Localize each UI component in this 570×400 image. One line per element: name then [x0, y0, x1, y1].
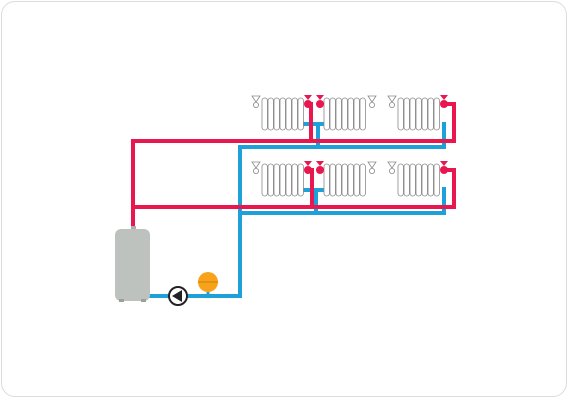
- supply-pipes: [131, 102, 456, 230]
- valve-icon: [316, 161, 324, 174]
- valve-icon: [304, 95, 312, 108]
- radiator-fin: [323, 97, 330, 131]
- radiator-fin: [291, 97, 298, 131]
- supply-pipe-lower-main: [131, 168, 456, 209]
- air-vent-icon: [367, 161, 377, 174]
- radiator-fin: [267, 163, 274, 197]
- radiator-fin: [433, 163, 440, 197]
- return-pipes: [146, 122, 446, 298]
- valve-icon: [440, 95, 448, 108]
- radiator-fin: [297, 163, 304, 197]
- radiator-icon: [316, 161, 377, 197]
- radiator-fin: [273, 97, 280, 131]
- radiator-fin: [359, 163, 366, 197]
- radiator-fin: [347, 163, 354, 197]
- radiator-fin: [329, 97, 336, 131]
- radiator-fin: [261, 97, 268, 131]
- radiator-fin: [261, 163, 268, 197]
- radiator-fin: [353, 97, 360, 131]
- valve-icon: [440, 161, 448, 174]
- valve-icon: [316, 95, 324, 108]
- radiator-fin: [285, 97, 292, 131]
- radiator-fin: [415, 97, 422, 131]
- radiator-fin: [359, 97, 366, 131]
- radiator-fin: [415, 163, 422, 197]
- supply-pipe-riser: [131, 102, 456, 230]
- radiator-icon: [387, 95, 448, 131]
- radiator-fin: [335, 163, 342, 197]
- radiator-fin: [341, 97, 348, 131]
- radiator-fin: [267, 97, 274, 131]
- air-vent-icon: [251, 95, 261, 109]
- radiator-fin: [329, 163, 336, 197]
- radiator-fin: [353, 163, 360, 197]
- radiator-fin: [427, 163, 434, 197]
- radiator-fin: [409, 97, 416, 131]
- radiator-fin: [433, 97, 440, 131]
- radiator-fin: [285, 163, 292, 197]
- radiator-fin: [403, 163, 410, 197]
- radiator-fin: [403, 97, 410, 131]
- radiator-icon: [316, 95, 377, 131]
- radiator-fin: [279, 97, 286, 131]
- radiator-fin: [427, 97, 434, 131]
- radiator-fin: [323, 163, 330, 197]
- radiator-fin: [291, 163, 298, 197]
- return-pipe-lower-main: [238, 187, 446, 215]
- radiator-fin: [421, 163, 428, 197]
- radiator-fin: [421, 97, 428, 131]
- radiator-fin: [397, 163, 404, 197]
- return-pipe-main: [146, 122, 446, 298]
- valve-icon: [304, 161, 312, 174]
- expansion-tank-icon: [198, 272, 218, 296]
- radiator-fin: [397, 97, 404, 131]
- air-vent-icon: [387, 95, 397, 109]
- pump-icon: [168, 286, 188, 306]
- air-vent-icon: [251, 161, 261, 174]
- radiator-icon: [251, 161, 312, 197]
- radiator-icon: [387, 161, 448, 197]
- radiator-fin: [341, 163, 348, 197]
- radiator-icon: [251, 95, 312, 131]
- radiators: [251, 95, 448, 197]
- air-vent-icon: [367, 95, 377, 109]
- radiator-fin: [279, 163, 286, 197]
- boiler-tank-icon: [115, 226, 150, 302]
- radiator-fin: [409, 163, 416, 197]
- radiator-fin: [335, 97, 342, 131]
- radiator-fin: [273, 163, 280, 197]
- radiator-fin: [297, 97, 304, 131]
- radiator-fin: [347, 97, 354, 131]
- air-vent-icon: [387, 161, 397, 174]
